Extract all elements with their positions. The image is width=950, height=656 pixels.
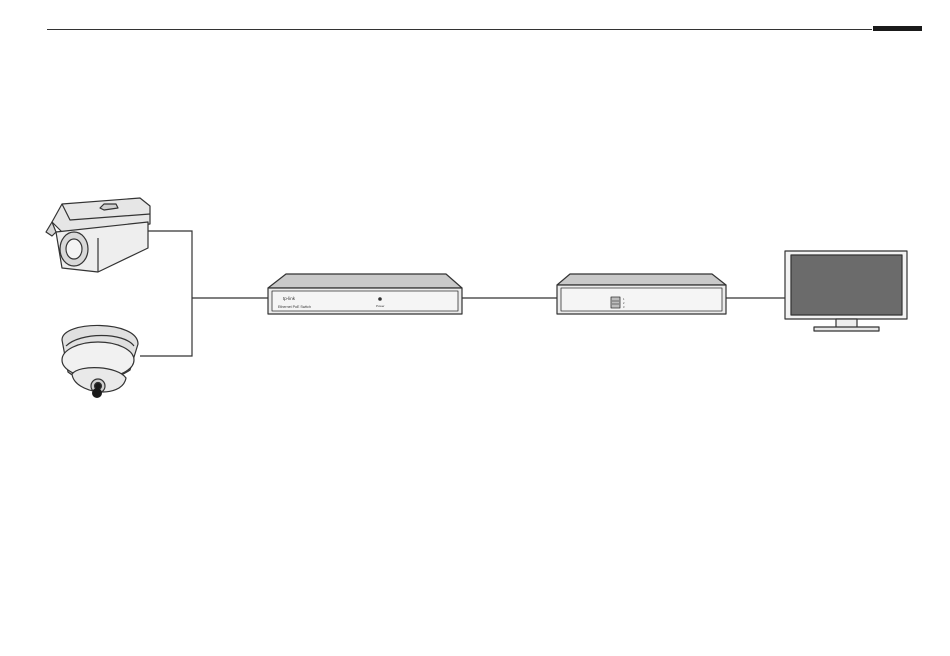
switch-brand-text: tp-link	[283, 296, 296, 301]
switch-power-label: Power	[376, 304, 385, 308]
bullet-camera-icon	[46, 198, 150, 272]
monitor-icon	[785, 251, 907, 331]
switch-model-text: Ethernet PoE Switch	[278, 305, 311, 309]
nvr-usb-port	[611, 297, 620, 308]
cable-bullet-camera	[148, 231, 192, 298]
header-tab	[873, 26, 922, 31]
cable-dome-camera	[140, 298, 192, 356]
dome-camera-icon	[62, 325, 138, 398]
nvr-recorder-icon	[557, 274, 726, 314]
